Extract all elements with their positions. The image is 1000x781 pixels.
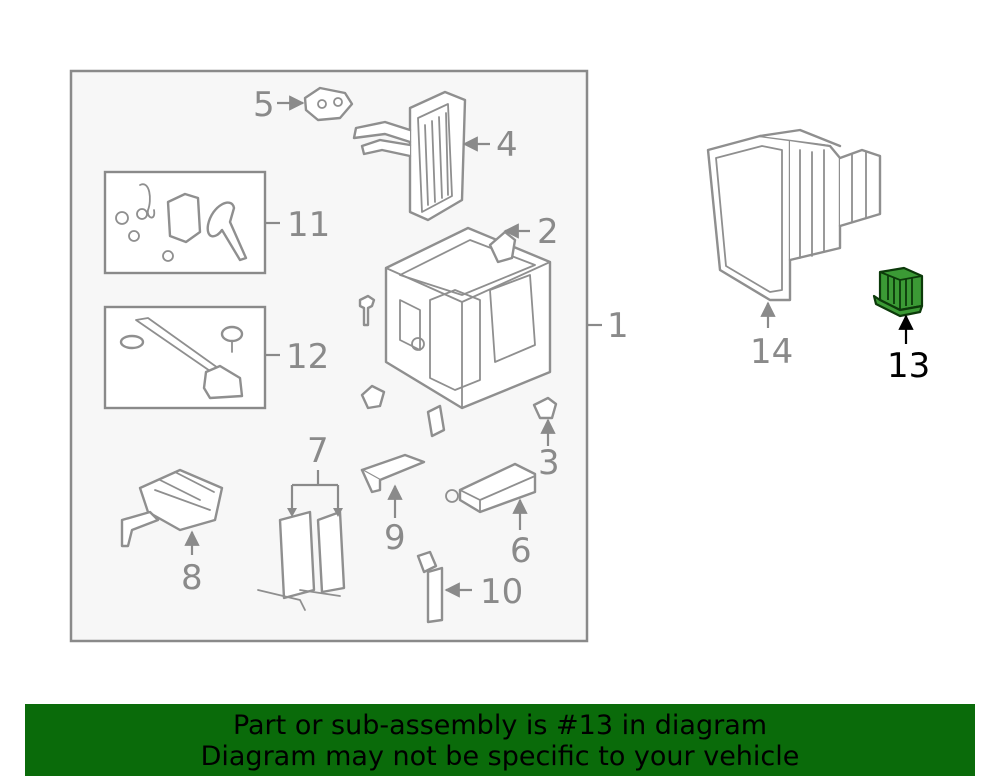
part-7-doors[interactable] [257,510,346,611]
part-14-blower-housing[interactable] [706,128,882,302]
part-11-components[interactable] [115,183,248,262]
part-5-bracket[interactable] [303,86,354,122]
part-9-filter[interactable] [360,453,426,494]
label-7[interactable]: 7 [307,431,329,471]
label-14[interactable]: 14 [750,332,793,372]
label-13[interactable]: 13 [887,346,930,386]
info-banner: Part or sub-assembly is #13 in diagram D… [25,704,975,776]
part-3-clip[interactable] [532,396,558,420]
label-9[interactable]: 9 [384,518,406,558]
label-3[interactable]: 3 [538,443,560,483]
banner-line-2: Diagram may not be specific to your vehi… [200,741,800,772]
part-10-lever[interactable] [416,550,444,624]
part-6-filter[interactable] [445,462,537,514]
part-12-components[interactable] [119,317,244,400]
part-4-heater-core[interactable] [352,90,467,222]
label-8[interactable]: 8 [181,558,203,598]
label-12[interactable]: 12 [286,337,329,377]
label-10[interactable]: 10 [480,572,523,612]
label-5[interactable]: 5 [253,85,275,125]
label-1[interactable]: 1 [607,306,629,346]
part-2-case[interactable] [358,226,552,410]
part-8-door[interactable] [120,468,224,548]
label-6[interactable]: 6 [510,531,532,571]
label-11[interactable]: 11 [287,205,330,245]
parts-diagram: 5 4 2 11 1 12 3 7 9 6 8 10 14 13 [69,69,930,643]
part-13-highlighted[interactable] [872,266,924,318]
label-4[interactable]: 4 [496,125,518,165]
leader-7 [290,470,340,515]
clip-parts[interactable] [360,384,446,438]
label-2[interactable]: 2 [537,212,559,252]
banner-line-1: Part or sub-assembly is #13 in diagram [232,710,768,741]
